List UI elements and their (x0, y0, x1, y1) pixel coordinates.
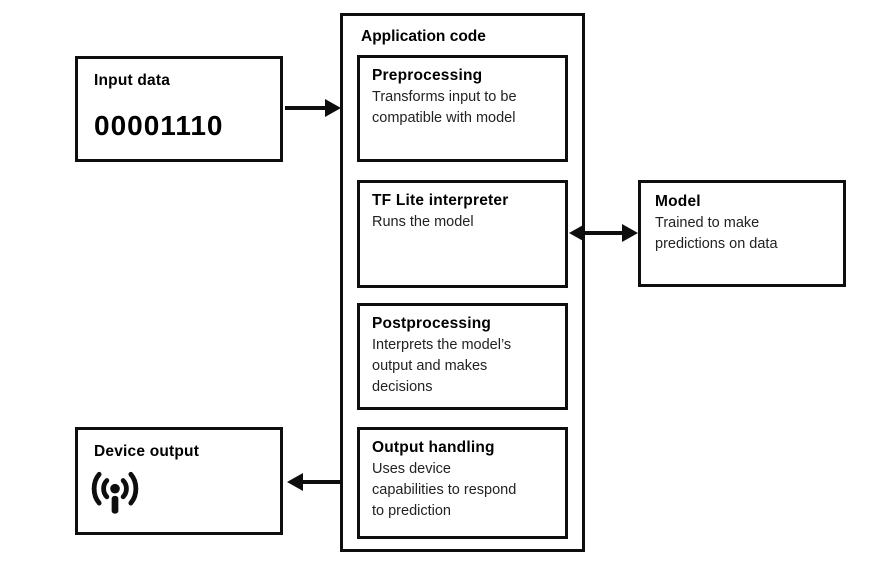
input-data-title: Input data (94, 72, 171, 89)
model-title: Model (655, 193, 701, 210)
output-handling-description: Uses device capabilities to respond to p… (372, 461, 517, 520)
tflite-interpreter-title: TF Lite interpreter (372, 192, 509, 209)
arrow-shaft (585, 231, 622, 235)
arrow-shaft (303, 480, 340, 484)
arrow-input-to-application (285, 99, 341, 117)
tflite-interpreter-description: Runs the model (372, 214, 474, 230)
broadcast-antenna-icon (91, 471, 139, 514)
output-handling-title: Output handling (372, 439, 495, 456)
preprocessing-title: Preprocessing (372, 67, 483, 84)
application-code-title: Application code (361, 28, 486, 45)
postprocessing-title: Postprocessing (372, 315, 492, 332)
arrow-interpreter-model-bidirectional (569, 224, 638, 242)
arrow-head-right-icon (622, 224, 638, 242)
output-handling-box: Output handling Uses device capabilities… (357, 427, 568, 539)
arrow-head-left-icon (287, 473, 303, 491)
model-description: Trained to make predictions on data (655, 215, 778, 253)
input-data-box: Input data 00001110 (75, 56, 283, 162)
model-box: Model Trained to make predictions on dat… (638, 180, 846, 287)
arrow-head-left-icon (569, 224, 585, 242)
input-data-value: 00001110 (94, 110, 224, 141)
preprocessing-box: Preprocessing Transforms input to be com… (357, 55, 568, 162)
preprocessing-description: Transforms input to be compatible with m… (372, 89, 517, 127)
arrow-shaft (285, 106, 325, 110)
tflite-interpreter-box: TF Lite interpreter Runs the model (357, 180, 568, 288)
arrow-head-right-icon (325, 99, 341, 117)
postprocessing-description: Interprets the model’s output and makes … (372, 337, 512, 396)
postprocessing-box: Postprocessing Interprets the model’s ou… (357, 303, 568, 410)
application-code-container: Application code Preprocessing Transform… (340, 13, 585, 552)
device-output-box: Device output (75, 427, 283, 535)
device-output-title: Device output (94, 443, 200, 460)
arrow-output-to-device (287, 473, 340, 491)
